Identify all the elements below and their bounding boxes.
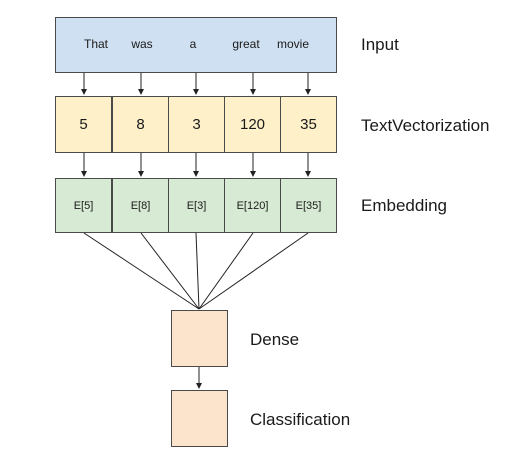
dense-box bbox=[171, 310, 228, 367]
embedding-cell: E[3] bbox=[168, 178, 225, 233]
line-emb-to-dense-3 bbox=[195, 232, 200, 310]
input-word: a bbox=[189, 37, 197, 51]
input-word: great bbox=[232, 37, 260, 51]
line-emb-to-dense-1 bbox=[83, 232, 200, 310]
input-word: movie bbox=[276, 37, 310, 51]
dense-label: Dense bbox=[250, 330, 300, 349]
line-emb-to-dense-4 bbox=[198, 232, 254, 310]
token-cell: 3 bbox=[168, 96, 225, 153]
embedding-cell: E[35] bbox=[280, 178, 337, 233]
classification-label: Classification bbox=[250, 410, 351, 429]
token-cell: 8 bbox=[112, 96, 169, 153]
classification-box bbox=[171, 390, 228, 447]
line-emb-to-dense-5 bbox=[198, 232, 309, 310]
embedding-label: Embedding bbox=[361, 196, 448, 215]
token-cell: 120 bbox=[224, 96, 281, 153]
embedding-cell: E[120] bbox=[224, 178, 281, 233]
token-cell: 35 bbox=[280, 96, 337, 153]
embedding-cell: E[5] bbox=[55, 178, 112, 233]
vectorization-label: TextVectorization bbox=[361, 116, 490, 135]
input-label: Input bbox=[361, 35, 399, 54]
input-word: was bbox=[131, 37, 153, 51]
input-word: That bbox=[83, 37, 109, 51]
embedding-cell: E[8] bbox=[112, 178, 169, 233]
token-cell: 5 bbox=[55, 96, 112, 153]
input-box: That was a great movie bbox=[55, 17, 337, 73]
line-emb-to-dense-2 bbox=[140, 232, 200, 310]
